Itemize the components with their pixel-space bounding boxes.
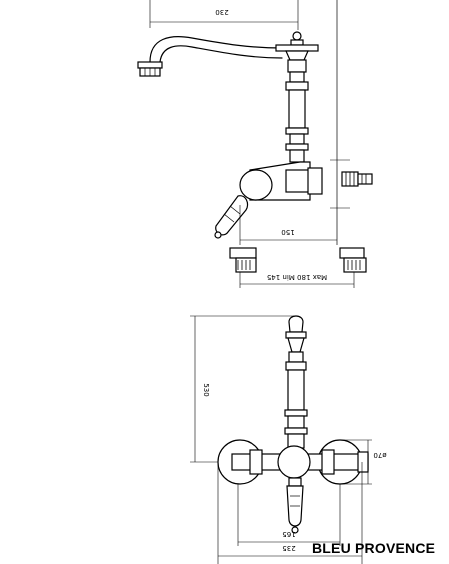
spout bbox=[137, 36, 283, 77]
side-view: 230 bbox=[137, 0, 373, 288]
dim-height: 530 bbox=[202, 383, 210, 396]
wall-connector-side bbox=[330, 159, 373, 209]
eccentric-connectors bbox=[229, 247, 367, 273]
dim-inner-width: 165 bbox=[282, 530, 295, 538]
dim-connection: Max 180 Min 145 bbox=[267, 273, 327, 281]
front-lever bbox=[286, 477, 304, 534]
dim-spout-reach: 230 bbox=[215, 8, 228, 16]
body-column bbox=[285, 59, 309, 163]
dim-body-width: 150 bbox=[281, 228, 294, 236]
front-column bbox=[284, 351, 308, 449]
brand-logo-text: BLEU PROVENCE bbox=[312, 540, 436, 556]
front-view: 530 bbox=[190, 315, 387, 564]
dim-outer-width: 235 bbox=[282, 544, 295, 552]
top-finial bbox=[275, 31, 319, 61]
mixer-body bbox=[239, 161, 323, 201]
dim-rosette-dia: ø70 bbox=[373, 451, 386, 459]
horizontal-bar bbox=[231, 445, 369, 479]
lever-handle bbox=[214, 195, 249, 239]
front-finial bbox=[285, 315, 307, 353]
